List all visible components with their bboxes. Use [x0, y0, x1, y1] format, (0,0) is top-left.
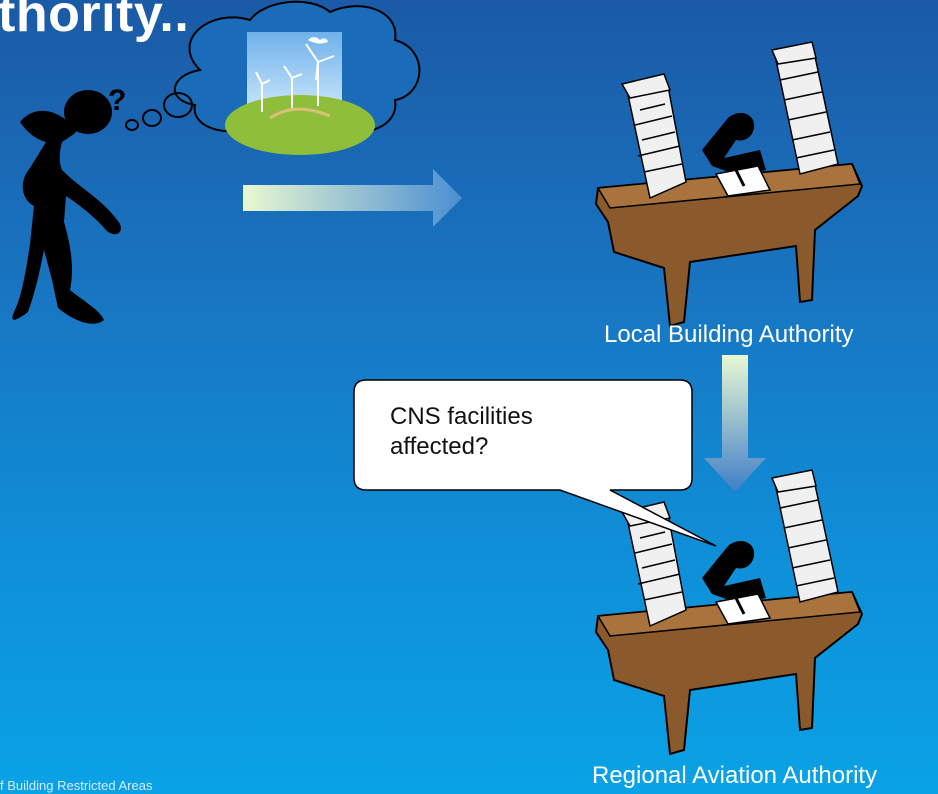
speech-bubble-text: CNS facilities affected? — [390, 402, 670, 462]
speech-bubble-line-1: CNS facilities — [390, 403, 533, 430]
wind-turbines-icon — [225, 32, 375, 155]
desk-with-paper-stacks-1 — [594, 41, 864, 328]
right-arrow — [243, 169, 462, 227]
thinking-person-figure: ? — [12, 84, 126, 324]
speech-bubble-line-2: affected? — [390, 433, 489, 460]
speech-bubble — [353, 379, 717, 547]
slide-footer: f Building Restricted Areas — [0, 778, 153, 793]
local-authority-label: Local Building Authority — [604, 321, 854, 348]
desk-with-paper-stacks-2 — [594, 469, 864, 756]
svg-text:?: ? — [108, 84, 126, 117]
regional-authority-label: Regional Aviation Authority — [592, 762, 878, 789]
slide-title: thority.. — [0, 0, 190, 43]
down-arrow — [704, 355, 766, 492]
